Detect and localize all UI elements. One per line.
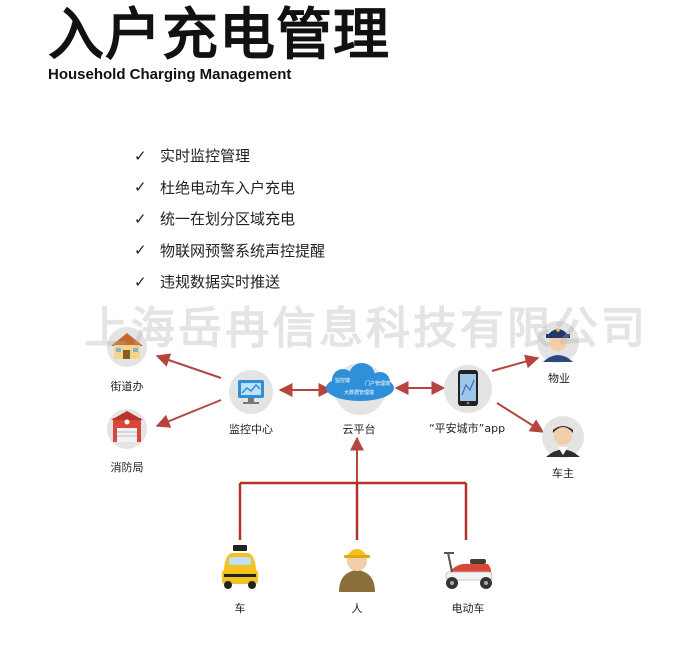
cloud-platform-label: 云平台 xyxy=(342,423,376,436)
owner-node xyxy=(542,416,584,458)
fire-bureau-node xyxy=(107,409,147,449)
company-watermark: 上海岳冉信息科技有限公司 xyxy=(84,303,648,354)
feature-item: ✓ 杜绝电动车入户充电 xyxy=(134,172,325,204)
property-node xyxy=(537,321,579,363)
feature-item: ✓ 物联网预警系统声控提醒 xyxy=(134,235,325,267)
feature-label: 物联网预警系统声控提醒 xyxy=(160,241,326,260)
cloud-tag: 监控端 xyxy=(335,377,350,384)
cloud-icon xyxy=(326,363,394,401)
feature-label: 杜绝电动车入户充电 xyxy=(160,178,296,197)
arrow-monitor-to-fire xyxy=(155,399,222,428)
feature-item: ✓ 违规数据实时推送 xyxy=(134,266,325,298)
ebike-node xyxy=(444,552,493,589)
phone-icon xyxy=(458,370,478,406)
scooter-icon xyxy=(444,552,493,589)
feature-list: ✓ 实时监控管理 ✓ 杜绝电动车入户充电 ✓ 统一在划分区域充电 ✓ 物联网预警系统声控… xyxy=(134,140,325,298)
check-icon: ✓ xyxy=(134,146,147,165)
ebike-label: 电动车 xyxy=(451,602,485,615)
taxi-icon xyxy=(222,545,258,589)
arrow-monitor-to-street xyxy=(155,353,222,379)
street-office-node xyxy=(107,327,147,367)
feature-label: 实时监控管理 xyxy=(160,147,251,166)
house-icon xyxy=(111,333,143,359)
feature-label: 违规数据实时推送 xyxy=(160,273,281,292)
cloud-platform-node: 监控端 门户管理端 大数据管理端 xyxy=(326,363,394,415)
cloud-tag: 大数据管理端 xyxy=(344,389,374,396)
cloud-tag: 门户管理端 xyxy=(365,380,390,387)
flow-arrows xyxy=(155,353,545,483)
feature-label: 统一在划分区域充电 xyxy=(160,210,296,229)
feature-item: ✓ 统一在划分区域充电 xyxy=(134,203,325,235)
check-icon: ✓ xyxy=(134,272,147,291)
person-icon xyxy=(546,426,580,457)
person-node xyxy=(339,549,375,592)
check-icon: ✓ xyxy=(134,209,147,228)
person-label: 人 xyxy=(351,602,363,615)
worker-icon xyxy=(339,549,375,592)
check-icon: ✓ xyxy=(134,178,147,197)
page-title: 入户充电管理 xyxy=(48,3,390,68)
monitor-center-label: 监控中心 xyxy=(229,423,273,436)
monitor-icon xyxy=(238,380,264,404)
page-subtitle: Household Charging Management xyxy=(48,66,292,83)
street-office-label: 街道办 xyxy=(110,380,144,393)
security-guard-icon xyxy=(543,328,573,362)
arrow-app-to-owner xyxy=(496,402,545,433)
owner-label: 车主 xyxy=(552,467,574,480)
device-bus xyxy=(238,481,468,540)
property-label: 物业 xyxy=(548,372,570,385)
monitor-center-node xyxy=(229,370,273,414)
fire-bureau-label: 消防局 xyxy=(110,461,144,474)
car-node xyxy=(222,545,258,589)
car-label: 车 xyxy=(234,602,246,615)
check-icon: ✓ xyxy=(134,241,147,260)
app-label: “平安城市”app xyxy=(428,422,506,435)
fire-station-icon xyxy=(111,411,143,442)
feature-item: ✓ 实时监控管理 xyxy=(134,140,325,172)
app-node xyxy=(444,365,492,413)
arrow-app-to-property xyxy=(491,354,540,372)
